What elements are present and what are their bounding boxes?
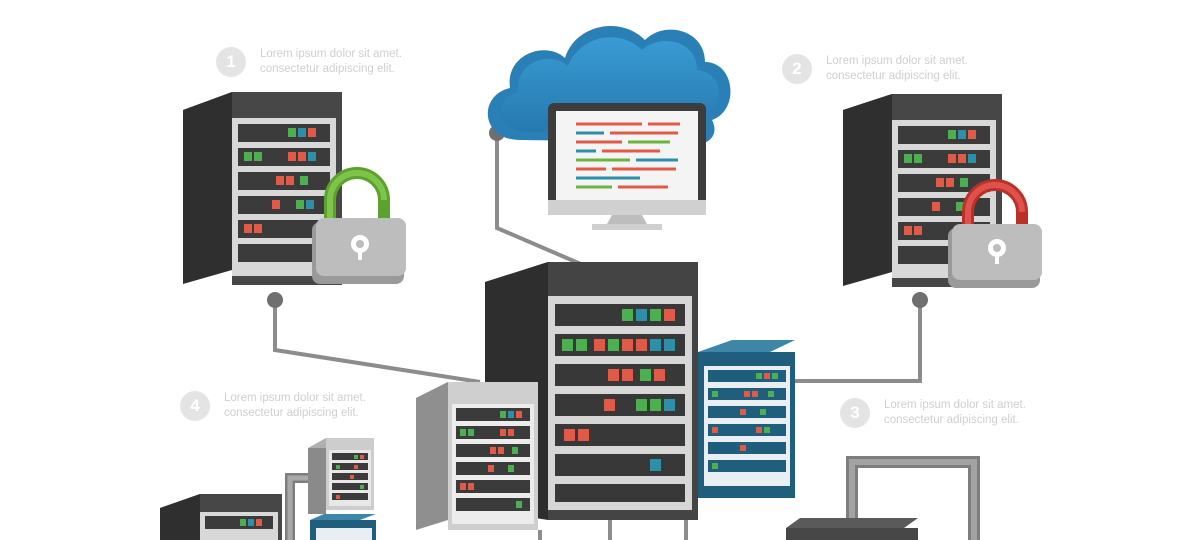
step-number-badge: 4 [180,391,210,421]
connector-dots [267,125,928,308]
annotation-text: Lorem ipsum dolor sit amet. consectetur … [224,391,366,421]
server-rack-icon [310,514,376,540]
server-rack-icon [416,382,538,530]
annotation-text: Lorem ipsum dolor sit amet. consectetur … [826,54,968,84]
annotation-3: 3 Lorem ipsum dolor sit amet. consectetu… [840,398,1026,428]
annotation-line-1: Lorem ipsum dolor sit amet. [260,48,402,60]
padlock-icon [312,167,406,284]
annotation-line-2: consectetur adipiscing elit. [260,63,395,75]
connector-lines [273,135,922,540]
annotation-line-1: Lorem ipsum dolor sit amet. [826,55,968,67]
step-number-badge: 1 [216,47,246,77]
monitor-icon [548,103,706,230]
annotation-line-1: Lorem ipsum dolor sit amet. [884,399,1026,411]
annotation-line-2: consectetur adipiscing elit. [224,407,359,419]
connector-server-2 [795,301,922,383]
annotation-text: Lorem ipsum dolor sit amet. consectetur … [260,47,402,77]
server-rack-icon [160,494,282,540]
step-number-badge: 3 [840,398,870,428]
connector-server-1 [273,301,481,384]
annotation-line-2: consectetur adipiscing elit. [826,70,961,82]
annotation-4: 4 Lorem ipsum dolor sit amet. consectetu… [180,391,366,421]
annotation-line-1: Lorem ipsum dolor sit amet. [224,392,366,404]
annotation-2: 2 Lorem ipsum dolor sit amet. consectetu… [782,54,968,84]
server-rack-icon [786,518,918,540]
connector-cloud [495,135,591,270]
step-number-badge: 2 [782,54,812,84]
server-rack-icon [308,438,374,514]
connector-bottom-right [846,456,980,540]
padlock-icon [948,179,1042,288]
annotation-1: 1 Lorem ipsum dolor sit amet. consectetu… [216,47,402,77]
annotation-text: Lorem ipsum dolor sit amet. consectetur … [884,398,1026,428]
server-rack-icon [698,340,795,498]
annotation-line-2: consectetur adipiscing elit. [884,414,1019,426]
